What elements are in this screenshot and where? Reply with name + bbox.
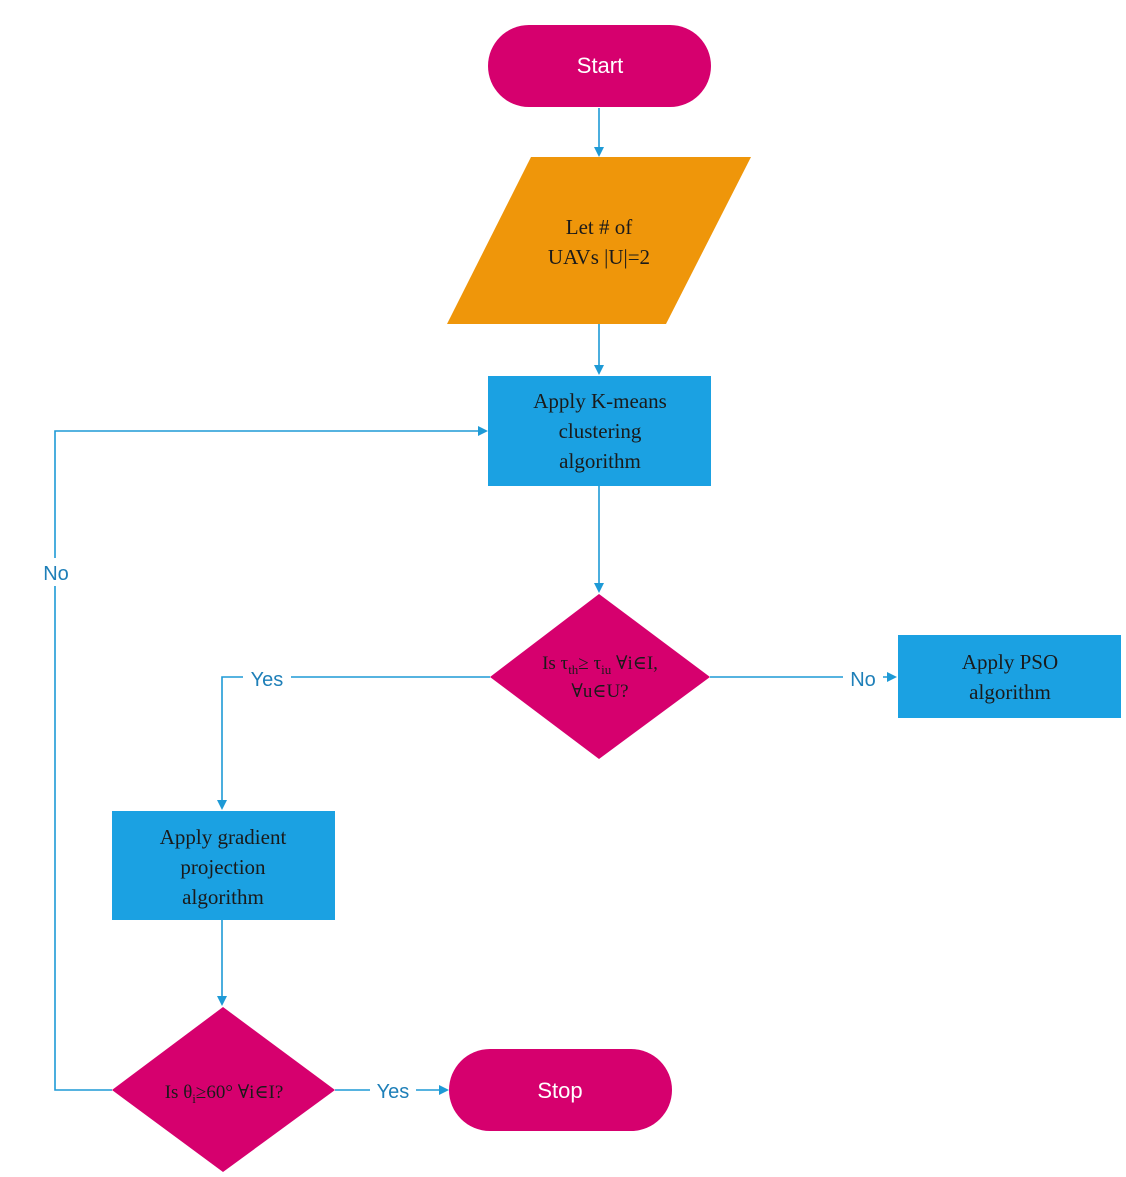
kmeans-process-box: Apply K-means clustering algorithm bbox=[488, 376, 711, 486]
gradient-process-box: Apply gradient projection algorithm bbox=[112, 811, 335, 920]
stop-terminator: Stop bbox=[449, 1049, 672, 1131]
pso-label-line1: Apply PSO bbox=[962, 650, 1058, 674]
start-label: Start bbox=[577, 53, 623, 78]
input-parallelogram: Let # of UAVs |U|=2 bbox=[447, 157, 751, 324]
decision1-label-line2: ∀u∈U? bbox=[571, 681, 628, 702]
decision2-label: Is θi≥60° ∀i∈I? bbox=[165, 1082, 284, 1106]
edge-label-decision1-yes: Yes bbox=[251, 669, 284, 691]
edge-label-decision1-no: No bbox=[850, 669, 876, 691]
gradient-label-line1: Apply gradient bbox=[160, 825, 287, 849]
start-terminator: Start bbox=[488, 25, 711, 107]
kmeans-label-line1: Apply K-means bbox=[533, 389, 667, 413]
decision1-label-line1: Is τth≥ τiu ∀i∈I, bbox=[542, 653, 658, 677]
decision1-diamond: Is τth≥ τiu ∀i∈I, ∀u∈U? bbox=[490, 594, 710, 759]
pso-label-line2: algorithm bbox=[969, 680, 1051, 704]
connectors bbox=[54, 108, 897, 1095]
edge-decision1-yes bbox=[217, 676, 490, 810]
decision2-diamond: Is θi≥60° ∀i∈I? bbox=[112, 1007, 335, 1172]
edge-label-decision2-no: No bbox=[43, 563, 69, 585]
gradient-label-line2: projection bbox=[180, 855, 266, 879]
kmeans-label-line3: algorithm bbox=[559, 449, 641, 473]
input-label-line2: UAVs |U|=2 bbox=[548, 245, 650, 269]
pso-process-box: Apply PSO algorithm bbox=[898, 635, 1121, 718]
stop-label: Stop bbox=[537, 1078, 582, 1103]
kmeans-label-line2: clustering bbox=[559, 419, 642, 443]
gradient-label-line3: algorithm bbox=[182, 885, 264, 909]
edge-label-decision2-yes: Yes bbox=[377, 1081, 410, 1103]
edge-decision2-no bbox=[54, 426, 488, 1091]
input-label-line1: Let # of bbox=[566, 215, 632, 239]
